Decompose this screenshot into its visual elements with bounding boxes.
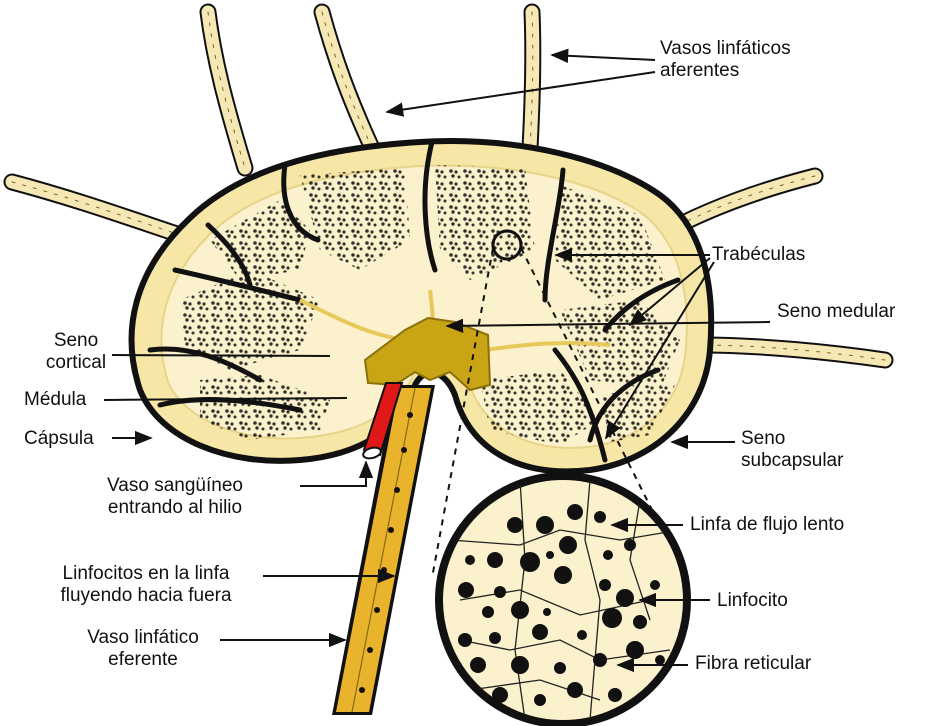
- label-capsule: Cápsula: [24, 428, 94, 450]
- label-medullary-sinus: Seno medular: [777, 301, 895, 323]
- label-cortical-sinus: Seno cortical: [36, 330, 116, 374]
- label-lymphocyte: Linfocito: [717, 590, 788, 612]
- label-trabeculae: Trabéculas: [712, 244, 805, 266]
- label-subcapsular-sinus: Seno subcapsular: [741, 428, 843, 472]
- label-reticular-fiber: Fibra reticular: [695, 653, 811, 675]
- label-medulla: Médula: [24, 389, 86, 411]
- label-lymphocytes-out: Linfocitos en la linfa fluyendo hacia fu…: [28, 563, 264, 607]
- label-afferent-vessels: Vasos linfáticos aferentes: [660, 38, 791, 82]
- label-blood-vessel: Vaso sangüíneo entrando al hilio: [55, 475, 295, 519]
- label-efferent-vessel: Vaso linfático eferente: [68, 627, 218, 671]
- label-slow-lymph: Linfa de flujo lento: [690, 514, 844, 536]
